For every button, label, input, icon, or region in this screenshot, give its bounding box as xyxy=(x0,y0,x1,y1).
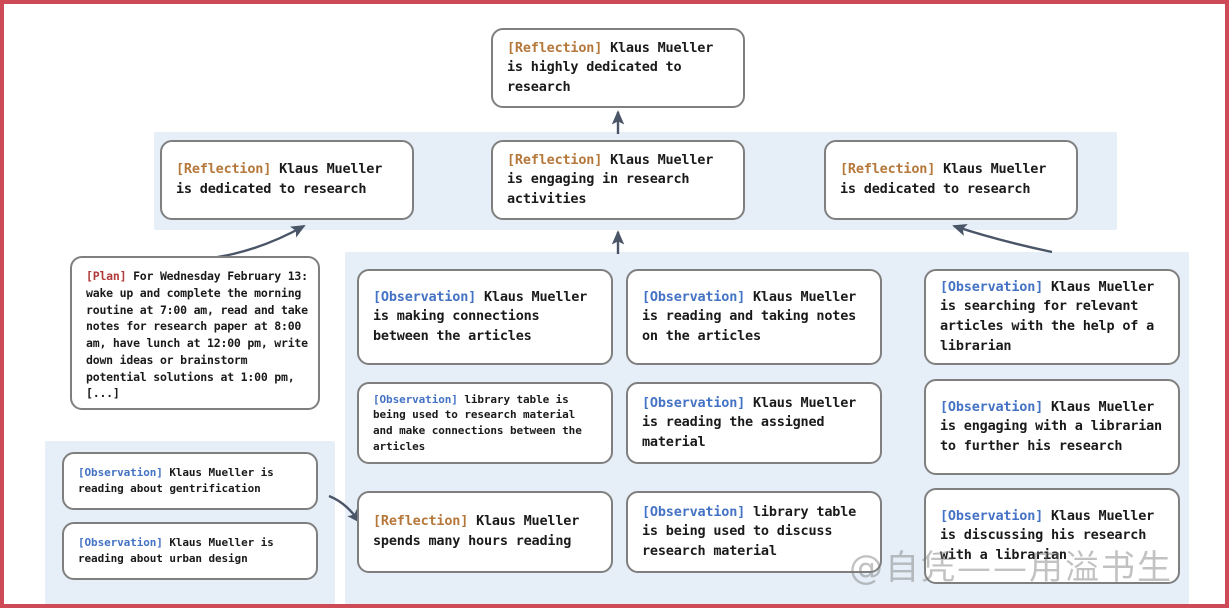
node-top-reflection-text: [Reflection] Klaus Mueller is highly ded… xyxy=(507,39,733,98)
node-plan-body: For Wednesday February 13: wake up and c… xyxy=(86,269,308,401)
node-obs-col3-3[interactable]: [Observation] Klaus Mueller is discussin… xyxy=(924,488,1180,584)
node-obs-col1-2-text: [Observation] library table is being use… xyxy=(373,392,601,454)
node-obs-col1-1[interactable]: [Observation] Klaus Mueller is making co… xyxy=(357,269,613,365)
node-obs-bottom-left-1-text: [Observation] Klaus Mueller is reading a… xyxy=(78,465,306,496)
node-obs-col3-2-body: Klaus Mueller is engaging with a librari… xyxy=(940,398,1162,454)
node-mid-reflection-center-body: Klaus Mueller is engaging in research ac… xyxy=(507,151,714,207)
node-obs-col2-2-text: [Observation] Klaus Mueller is reading t… xyxy=(642,394,870,453)
node-obs-col2-2[interactable]: [Observation] Klaus Mueller is reading t… xyxy=(626,382,882,464)
tag-reflection: [Reflection] xyxy=(840,161,936,178)
node-top-reflection-body: Klaus Mueller is highly dedicated to res… xyxy=(507,39,714,95)
tag-observation: [Observation] xyxy=(78,536,163,550)
node-obs-col1-1-body: Klaus Mueller is making connections betw… xyxy=(373,288,588,344)
tag-observation: [Observation] xyxy=(78,466,163,480)
tag-observation: [Observation] xyxy=(642,288,746,305)
node-obs-col1-2-body: library table is being used to research … xyxy=(373,392,582,453)
node-obs-col3-1-body: Klaus Mueller is searching for relevant … xyxy=(940,278,1155,354)
tag-observation: [Observation] xyxy=(373,288,477,305)
node-obs-col2-1[interactable]: [Observation] Klaus Mueller is reading a… xyxy=(626,269,882,365)
node-mid-reflection-right-text: [Reflection] Klaus Mueller is dedicated … xyxy=(840,160,1066,199)
node-plan-text: [Plan] For Wednesday February 13: wake u… xyxy=(86,268,308,402)
tag-reflection: [Reflection] xyxy=(507,39,603,56)
tag-observation: [Observation] xyxy=(940,507,1044,524)
tag-reflection: [Reflection] xyxy=(176,161,272,178)
node-obs-col3-1-text: [Observation] Klaus Mueller is searching… xyxy=(940,278,1168,356)
node-obs-bottom-left-2-text: [Observation] Klaus Mueller is reading a… xyxy=(78,535,306,566)
node-obs-col3-2[interactable]: [Observation] Klaus Mueller is engaging … xyxy=(924,379,1180,475)
tag-reflection: [Reflection] xyxy=(373,513,469,530)
node-obs-col2-3-body: library table is being used to discuss r… xyxy=(642,503,857,559)
node-obs-col1-1-text: [Observation] Klaus Mueller is making co… xyxy=(373,288,601,347)
node-reflection-col1-3-body: Klaus Mueller spends many hours reading xyxy=(373,513,580,549)
node-mid-reflection-left-text: [Reflection] Klaus Mueller is dedicated … xyxy=(176,160,402,199)
node-obs-col3-2-text: [Observation] Klaus Mueller is engaging … xyxy=(940,398,1168,457)
node-obs-col2-1-text: [Observation] Klaus Mueller is reading a… xyxy=(642,288,870,347)
node-reflection-col1-3[interactable]: [Reflection] Klaus Mueller spends many h… xyxy=(357,491,613,573)
node-obs-col2-3[interactable]: [Observation] library table is being use… xyxy=(626,491,882,573)
node-plan[interactable]: [Plan] For Wednesday February 13: wake u… xyxy=(70,256,320,410)
node-mid-reflection-center[interactable]: [Reflection] Klaus Mueller is engaging i… xyxy=(491,140,745,220)
node-mid-reflection-right[interactable]: [Reflection] Klaus Mueller is dedicated … xyxy=(824,140,1078,220)
tag-observation: [Observation] xyxy=(373,392,458,406)
node-obs-col2-2-body: Klaus Mueller is reading the assigned ma… xyxy=(642,394,857,450)
node-obs-col2-1-body: Klaus Mueller is reading and taking note… xyxy=(642,288,857,344)
tag-observation: [Observation] xyxy=(940,278,1044,295)
node-mid-reflection-center-text: [Reflection] Klaus Mueller is engaging i… xyxy=(507,151,733,210)
node-mid-reflection-left[interactable]: [Reflection] Klaus Mueller is dedicated … xyxy=(160,140,414,220)
tag-observation: [Observation] xyxy=(642,394,746,411)
tag-observation: [Observation] xyxy=(940,398,1044,415)
tag-reflection: [Reflection] xyxy=(507,151,603,168)
node-obs-col3-3-body: Klaus Mueller is discussing his research… xyxy=(940,507,1155,563)
watermark: @自凭——用溢书生 xyxy=(849,548,1173,588)
node-obs-col3-1[interactable]: [Observation] Klaus Mueller is searching… xyxy=(924,269,1180,365)
node-obs-bottom-left-1[interactable]: [Observation] Klaus Mueller is reading a… xyxy=(62,452,318,510)
tag-observation: [Observation] xyxy=(642,503,746,520)
node-mid-reflection-left-body: Klaus Mueller is dedicated to research xyxy=(176,161,383,197)
tag-plan: [Plan] xyxy=(86,269,127,283)
node-obs-col3-3-text: [Observation] Klaus Mueller is discussin… xyxy=(940,507,1168,566)
node-obs-col2-3-text: [Observation] library table is being use… xyxy=(642,503,870,562)
node-mid-reflection-right-body: Klaus Mueller is dedicated to research xyxy=(840,161,1047,197)
node-obs-bottom-left-2-body: Klaus Mueller is reading about urban des… xyxy=(78,536,274,565)
node-obs-col1-2[interactable]: [Observation] library table is being use… xyxy=(357,382,613,464)
node-reflection-col1-3-text: [Reflection] Klaus Mueller spends many h… xyxy=(373,512,601,551)
node-obs-bottom-left-1-body: Klaus Mueller is reading about gentrific… xyxy=(78,466,274,495)
node-obs-bottom-left-2[interactable]: [Observation] Klaus Mueller is reading a… xyxy=(62,522,318,580)
node-top-reflection[interactable]: [Reflection] Klaus Mueller is highly ded… xyxy=(491,28,745,108)
